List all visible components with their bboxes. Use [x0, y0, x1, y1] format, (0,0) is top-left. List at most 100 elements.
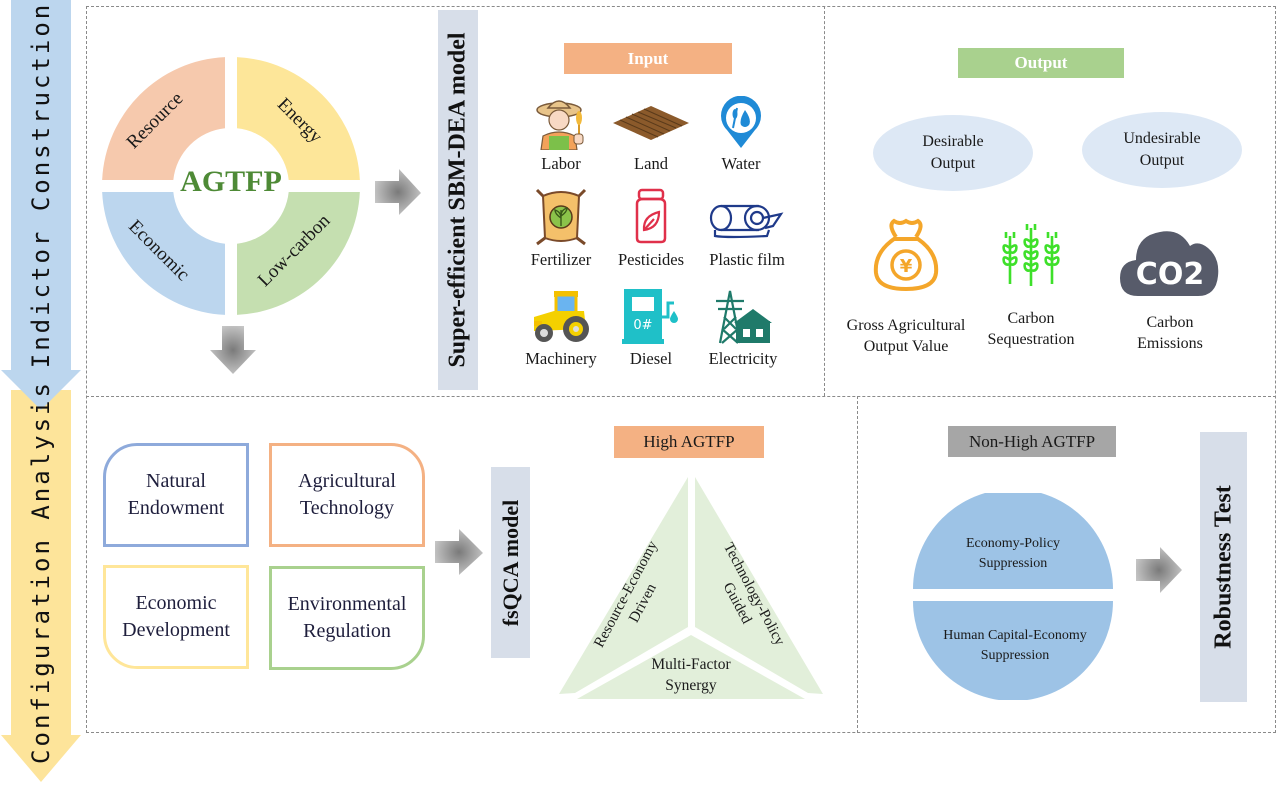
- path-human-capital-economy-suppression: [913, 601, 1113, 700]
- input-item-pesticides: Pesticides: [601, 186, 701, 270]
- panel-frame: [86, 6, 1276, 733]
- input-item-diesel: 0# Diesel: [601, 287, 701, 369]
- path-multi-factor-synergy: [577, 635, 805, 699]
- output-label: Output Value: [863, 338, 949, 355]
- input-label: Diesel: [629, 349, 673, 368]
- input-label: Machinery: [525, 349, 597, 368]
- input-item-water: Water: [691, 96, 791, 174]
- wheel-segment-low-carbon: [237, 192, 360, 315]
- path-economy-policy-suppression: [913, 493, 1113, 589]
- output-item-carbon-sequestration: Carbon Sequestration: [976, 222, 1086, 350]
- arrow-right-icon: [375, 169, 421, 215]
- path-label-multi-factor: Multi-Factor Synergy: [631, 654, 751, 696]
- fsqca-model-bar: fsQCA model: [491, 467, 530, 658]
- divider-horizontal: [86, 396, 1276, 397]
- fsqca-model-label: fsQCA model: [497, 499, 523, 626]
- undesirable-output-line: Output: [1139, 152, 1185, 169]
- path-label-human-capital-economy: Human Capital-Economy Suppression: [915, 626, 1115, 666]
- input-item-plastic-film: Plastic film: [697, 186, 797, 270]
- path-technology-policy-guided: [695, 477, 823, 694]
- high-agtfp-triangle: [559, 477, 823, 699]
- path-label-economy-policy: Economy-Policy Suppression: [920, 534, 1106, 574]
- fertilizer-bag-icon: [535, 188, 587, 246]
- input-label: Labor: [541, 154, 581, 173]
- input-label: Plastic film: [709, 250, 785, 269]
- input-label: Pesticides: [618, 250, 684, 269]
- divider-bottom-vertical: [857, 396, 858, 733]
- path-line: Economy-Policy: [965, 536, 1061, 551]
- factor-line: Technology: [299, 497, 395, 519]
- money-bag-icon: ¥: [873, 218, 939, 292]
- wheel-segment-energy: [237, 57, 360, 180]
- fuel-pump-icon: 0#: [622, 289, 678, 344]
- input-label: Fertilizer: [530, 250, 592, 269]
- output-item-gross-agricultural-output-value: ¥ Gross Agricultural Output Value: [836, 217, 976, 357]
- wheat-icon: [1002, 224, 1060, 286]
- input-item-machinery: Machinery: [511, 287, 611, 369]
- output-label: Carbon: [1146, 314, 1194, 331]
- factor-line: Regulation: [303, 620, 391, 642]
- arrow-right-icon: [1136, 547, 1182, 593]
- output-label: Emissions: [1137, 335, 1203, 352]
- sbm-dea-model-bar: Super-efficient SBM-DEA model: [438, 10, 478, 390]
- input-label: Electricity: [708, 349, 778, 368]
- factor-line: Natural: [146, 470, 206, 492]
- co2-cloud-icon: CO2: [1120, 231, 1219, 296]
- output-label: Gross Agricultural: [846, 317, 966, 334]
- output-header: Output: [958, 48, 1124, 78]
- path-line: Suppression: [980, 648, 1050, 663]
- water-icon: [721, 96, 761, 148]
- power-tower-icon: [716, 290, 772, 344]
- path-line: Human Capital-Economy: [943, 628, 1087, 643]
- desirable-output-line: Output: [930, 155, 976, 172]
- agtfp-wheel: [102, 57, 360, 315]
- stage-label-configuration-analysis: Configuration Analysis: [27, 380, 55, 764]
- factor-line: Economic: [135, 592, 217, 614]
- divider-top-vertical: [824, 6, 825, 396]
- wheel-center-label: AGTFP: [180, 165, 282, 198]
- currency-symbol: ¥: [900, 256, 913, 277]
- tractor-icon: [534, 291, 589, 342]
- pesticide-bottle-icon: [635, 188, 667, 244]
- input-item-fertilizer: Fertilizer: [511, 186, 611, 270]
- factor-line: Endowment: [127, 497, 225, 519]
- pump-text: 0#: [633, 318, 652, 333]
- wheel-segment-economic: [102, 192, 225, 315]
- desirable-output-line: Desirable: [922, 133, 984, 150]
- farmer-icon: [536, 100, 584, 150]
- co2-text: CO2: [1136, 257, 1204, 292]
- output-label: Sequestration: [987, 331, 1075, 348]
- path-resource-economy-driven: [559, 477, 688, 694]
- path-line: Suppression: [978, 556, 1048, 571]
- output-label: Carbon: [1007, 310, 1055, 327]
- input-header: Input: [564, 43, 732, 74]
- robustness-test-bar: Robustness Test: [1200, 432, 1247, 702]
- input-label: Water: [721, 154, 761, 173]
- stage-label-indicator-construction: Indictor Construction: [27, 1, 55, 369]
- stage-arrow-configuration-analysis: [1, 390, 81, 782]
- factor-line: Environmental: [287, 593, 407, 615]
- high-agtfp-header: High AGTFP: [614, 426, 764, 458]
- input-item-electricity: Electricity: [693, 287, 793, 369]
- wheel-segment-resource: [102, 57, 225, 180]
- plastic-film-icon: [709, 204, 784, 239]
- input-label: Land: [634, 154, 668, 173]
- stage-arrow-indicator-construction: [1, 0, 81, 410]
- output-item-carbon-emissions: CO2 Carbon Emissions: [1110, 222, 1230, 354]
- arrow-down-icon: [210, 326, 256, 374]
- land-icon: [613, 106, 689, 140]
- non-high-agtfp-circle: [913, 493, 1113, 700]
- arrow-right-icon: [435, 529, 483, 575]
- robustness-test-label: Robustness Test: [1210, 485, 1236, 649]
- factor-line: Agricultural: [298, 470, 396, 492]
- input-item-labor: Labor: [511, 96, 611, 174]
- non-high-agtfp-header: Non-High AGTFP: [948, 426, 1116, 457]
- path-line: Synergy: [665, 677, 717, 694]
- path-line: Multi-Factor: [651, 656, 731, 673]
- sbm-dea-model-label: Super-efficient SBM-DEA model: [444, 32, 471, 368]
